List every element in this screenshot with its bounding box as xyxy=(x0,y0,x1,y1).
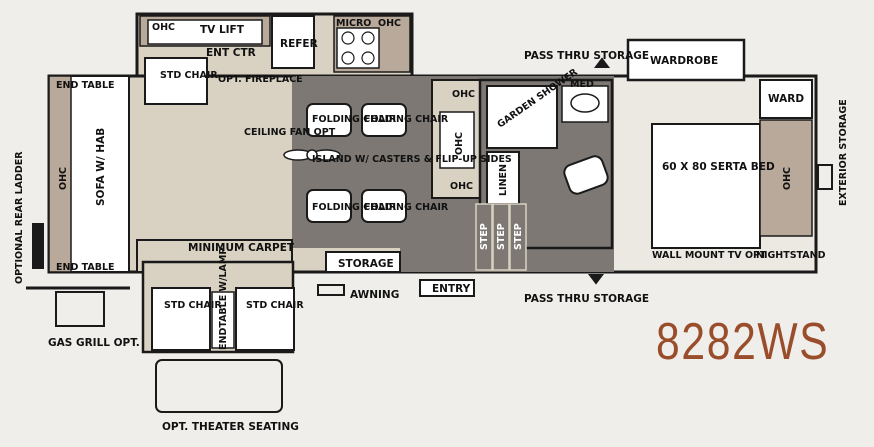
stove xyxy=(336,27,380,69)
step-3-label: STEP xyxy=(513,223,524,250)
std-chair-left xyxy=(151,287,211,351)
bedroom-ohc xyxy=(759,119,813,237)
ohc-kitchen-bottom-label: OHC xyxy=(450,181,473,192)
model-number: 8282WS xyxy=(656,313,830,371)
std-chair-top xyxy=(144,57,208,105)
theater-seating xyxy=(155,359,283,413)
minimum-carpet-label: MINIMUM CARPET xyxy=(188,242,295,254)
sofa-label: SOFA W/ HAB xyxy=(95,128,107,206)
step-1-label: STEP xyxy=(479,223,490,250)
ohc-micro-label: OHC xyxy=(378,18,401,29)
pass-thru-storage-top-label: PASS THRU STORAGE xyxy=(524,50,649,62)
ward-label: WARD xyxy=(768,93,804,105)
gas-grill-icon xyxy=(55,291,105,327)
ent-ctr-label: ENT CTR xyxy=(206,47,256,59)
wall-mount-tv-label: WALL MOUNT TV OPT xyxy=(652,250,767,261)
gas-grill-label: GAS GRILL OPT. xyxy=(48,337,140,349)
sofa-ohc xyxy=(48,75,72,273)
folding-chair-1-label: FOLDING CHAIR xyxy=(312,114,397,125)
theater-seating-label: OPT. THEATER SEATING xyxy=(162,421,299,433)
endtable-lamp-label: ENDTABLE W/LAMP xyxy=(218,248,229,350)
ohc-left-label: OHC xyxy=(58,167,69,190)
ohc-kitchen-mid-label: OHC xyxy=(454,132,465,155)
endtable-lamp xyxy=(211,291,235,349)
wardrobe-label: WARDROBE xyxy=(650,55,718,67)
opt-fireplace-label: OPT. FIREPLACE xyxy=(218,74,303,85)
ohc-bedroom-label: OHC xyxy=(782,167,793,190)
labels: OHC TV LIFT ENT CTR REFER MICRO OHC STD … xyxy=(14,18,849,433)
std-chair-right xyxy=(235,287,295,351)
external-items xyxy=(26,57,833,413)
ceiling-fan-icon xyxy=(283,149,341,161)
pass-thru-arrow-bottom xyxy=(588,274,604,285)
exterior-storage-icon xyxy=(817,164,833,190)
nightstand-label: NIGHTSTAND xyxy=(756,250,826,261)
folding-chair-2-label: FOLDING CHAIR xyxy=(364,114,449,125)
folding-chair-3-label: FOLDING CHAIR xyxy=(312,202,397,213)
pass-thru-arrow-top xyxy=(594,57,610,68)
bed-label: 60 X 80 SERTA BED xyxy=(662,161,775,173)
main-body xyxy=(47,38,818,354)
wardrobe-slide xyxy=(626,38,746,82)
top-slide xyxy=(135,12,414,78)
refer-label: REFER xyxy=(280,38,318,50)
garden-shower xyxy=(486,85,558,149)
ohc-kitchen-top-label: OHC xyxy=(452,89,475,100)
rear-ladder-label: OPTIONAL REAR LADDER xyxy=(14,151,25,284)
std-chair-right-label: STD CHAIR xyxy=(246,300,304,311)
std-chair-top-label: STD CHAIR xyxy=(160,70,218,81)
folding-chair-4-label: FOLDING CHAIR xyxy=(364,202,449,213)
exterior-storage-label: EXTERIOR STORAGE xyxy=(838,99,849,206)
tv-lift xyxy=(147,19,263,45)
tv-lift-label: TV LIFT xyxy=(200,24,245,36)
med-label: MED xyxy=(570,79,594,90)
burner-icons xyxy=(341,31,375,65)
end-table-bottom-label: END TABLE xyxy=(56,262,115,273)
wardrobe-small xyxy=(759,79,813,119)
ohc-top-label: OHC xyxy=(152,22,175,33)
linen-closet xyxy=(486,151,520,205)
steps xyxy=(475,203,527,271)
awning-label: AWNING xyxy=(350,289,399,301)
linen-label: LINEN xyxy=(498,164,509,196)
sink-icon xyxy=(439,111,475,169)
micro-label: MICRO xyxy=(336,18,371,29)
storage-label: STORAGE xyxy=(338,258,394,270)
pass-thru-storage-bottom-label: PASS THRU STORAGE xyxy=(524,293,649,305)
awning-icon xyxy=(317,284,345,296)
island-label: ISLAND W/ CASTERS & FLIP-UP SIDES xyxy=(312,154,512,165)
rear-ladder-icon xyxy=(32,223,44,269)
bed xyxy=(651,123,761,249)
refrigerator xyxy=(271,15,315,69)
step-2-label: STEP xyxy=(496,223,507,250)
toilet-icon xyxy=(563,155,609,195)
entry-box xyxy=(419,279,475,297)
std-chair-left-label: STD CHAIR xyxy=(164,300,222,311)
entry-label: ENTRY xyxy=(432,283,471,295)
ceiling-fan-label: CEILING FAN OPT xyxy=(244,127,336,138)
storage xyxy=(325,251,401,273)
end-table-top-label: END TABLE xyxy=(56,80,115,91)
folding-chairs xyxy=(306,103,407,223)
